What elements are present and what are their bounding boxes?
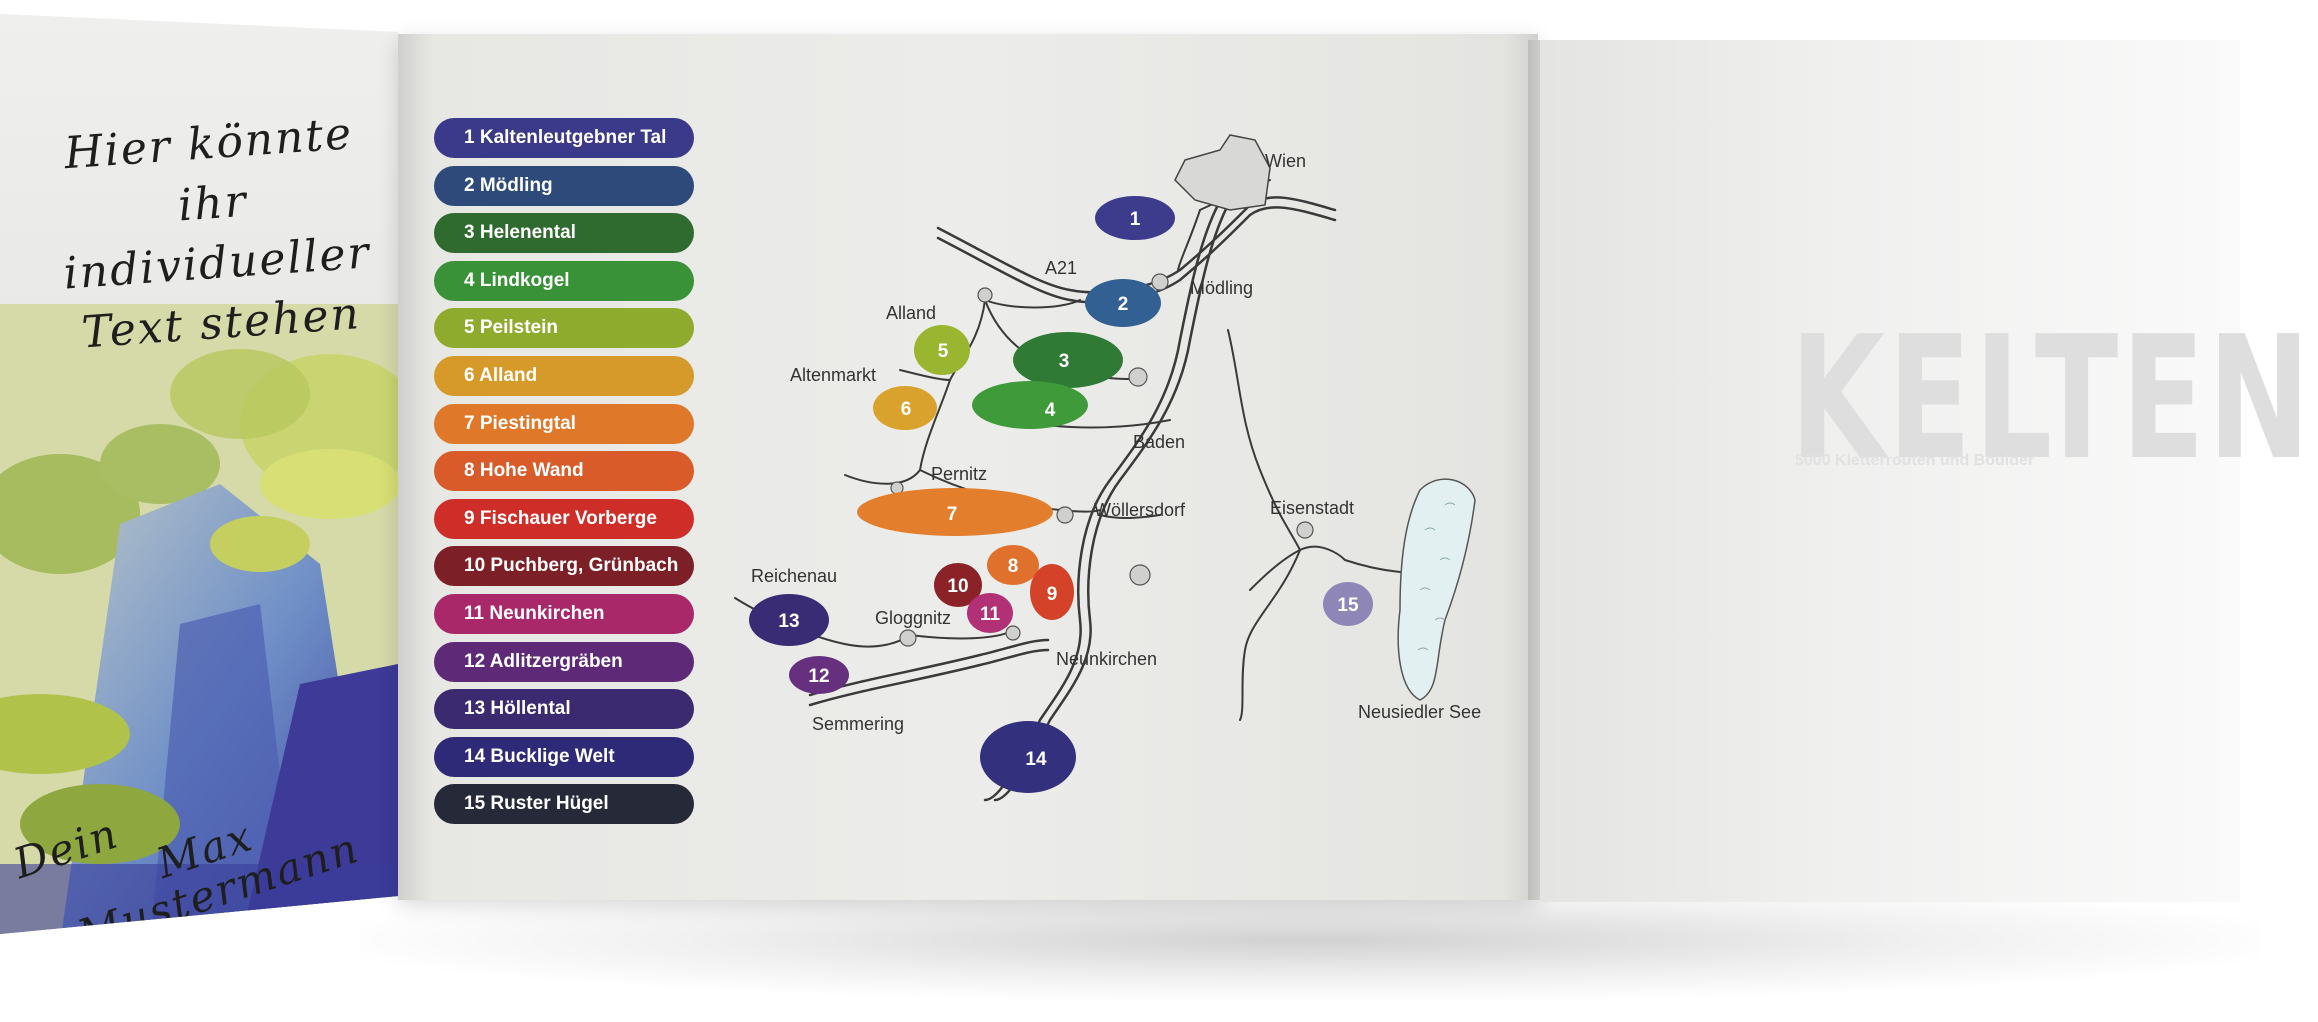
area-4	[972, 381, 1088, 429]
area-8-number: 8	[1008, 556, 1019, 577]
back-title: KELTEN	[1790, 300, 2314, 498]
area-13	[749, 594, 829, 646]
area-12	[789, 656, 849, 694]
legend-item: 5 Peilstein	[434, 308, 694, 349]
legend-item: 11 Neunkirchen	[434, 593, 694, 634]
label-neusiedler-see: Neusiedler See	[1358, 702, 1481, 722]
cover-page: Hier könnte ihr individueller Text stehe…	[0, 14, 398, 934]
area-5-number: 5	[938, 341, 949, 362]
legend-item: 4 Lindkogel	[434, 260, 694, 301]
cover-sky	[0, 14, 398, 314]
town-markers	[890, 273, 1314, 647]
lake-waves	[1417, 502, 1456, 651]
legend-item: 2 Mödling	[434, 165, 694, 206]
label-altenmarkt: Altenmarkt	[790, 365, 876, 385]
area-10	[934, 563, 982, 607]
label-moedling: Mödling	[1190, 278, 1253, 298]
area-12-number: 12	[808, 666, 829, 687]
legend-item: 9 Fischauer Vorberge	[434, 498, 694, 539]
label-alland: Alland	[886, 303, 936, 323]
legend-item: 15 Ruster Hügel	[434, 784, 694, 825]
area-15-number: 15	[1337, 595, 1359, 616]
area-2	[1085, 279, 1161, 327]
area-3	[1013, 332, 1123, 388]
lake-neusiedler-see	[1397, 478, 1476, 701]
legend-item: 3 Helenental	[434, 213, 694, 254]
wien-city-area	[1174, 134, 1271, 211]
area-15	[1323, 582, 1373, 626]
area-11-number: 11	[980, 604, 1001, 625]
label-wien: Wien	[1265, 151, 1306, 171]
area-13-number: 13	[778, 611, 799, 632]
road-network	[734, 179, 1401, 802]
area-9-number: 9	[1047, 584, 1058, 605]
cover-painting	[0, 304, 398, 934]
legend-item: 1 Kaltenleutgebner Tal	[434, 118, 694, 158]
area-2-number: 2	[1118, 294, 1129, 315]
label-semmering: Semmering	[812, 714, 904, 734]
climbing-areas	[749, 196, 1373, 793]
label-a21: A21	[1045, 258, 1077, 278]
area-7-number: 7	[947, 504, 958, 525]
area-3-number: 3	[1059, 351, 1070, 372]
area-5	[914, 325, 970, 375]
legend-item: 7 Piestingtal	[434, 403, 694, 444]
label-gloggnitz: Gloggnitz	[875, 608, 951, 628]
area-1-number: 1	[1130, 209, 1141, 230]
area-6-number: 6	[901, 399, 912, 420]
legend: 1 Kaltenleutgebner Tal 2 Mödling 3 Helen…	[434, 118, 694, 832]
legend-item: 6 Alland	[434, 355, 694, 396]
label-woellersdorf: Wöllersdorf	[1094, 500, 1186, 520]
area-1	[1095, 196, 1175, 240]
label-reichenau: Reichenau	[751, 566, 837, 586]
area-numbers: 1 2 3 4 5 6 7 8 9 10 11 12 13 14 15	[778, 209, 1359, 770]
legend-item: 13 Höllental	[434, 689, 694, 730]
area-11	[967, 593, 1013, 633]
area-8	[987, 545, 1039, 585]
label-baden: Baden	[1133, 432, 1185, 452]
label-neunkirchen: Neunkirchen	[1056, 649, 1157, 669]
area-4-number: 4	[1045, 400, 1056, 421]
legend-item: 8 Hohe Wand	[434, 451, 694, 492]
area-6	[873, 386, 937, 430]
area-10-number: 10	[947, 576, 968, 597]
area-14	[980, 721, 1076, 793]
legend-item: 12 Adlitzergräben	[434, 641, 694, 682]
area-14-number: 14	[1025, 749, 1047, 770]
area-9	[1030, 564, 1074, 620]
legend-item: 10 Puchberg, Grünbach	[434, 546, 694, 587]
place-labels: Wien A21 Mödling Alland Altenmarkt Baden…	[751, 151, 1481, 734]
legend-item: 14 Bucklige Welt	[434, 736, 694, 777]
area-7	[857, 488, 1053, 536]
label-eisenstadt: Eisenstadt	[1270, 498, 1354, 518]
label-pernitz: Pernitz	[931, 464, 987, 484]
back-subtitle: 5000 Kletterrouten und Boulder	[1795, 452, 2035, 469]
back-page	[1540, 40, 2240, 902]
